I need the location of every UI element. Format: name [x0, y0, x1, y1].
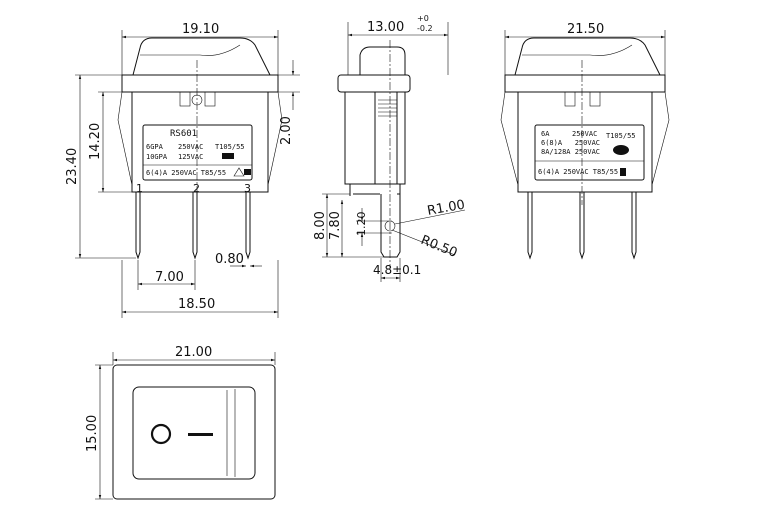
on-symbol-icon: [188, 433, 213, 436]
label-text: 6(8)A 250VAC: [541, 139, 600, 147]
cert-mark-icon: [244, 169, 251, 175]
label-text: 125VAC: [178, 153, 203, 161]
label-text: T105/55: [606, 132, 636, 140]
dim-bottom-height: 15.00: [85, 415, 100, 452]
label-model: RS601: [170, 129, 197, 139]
cert-mark-icon: [233, 167, 245, 177]
dim-flange: 2.00: [279, 116, 294, 145]
front-view: RS601 6GPA 250VAC T105/55 10GPA 125VAC 6…: [65, 22, 300, 318]
label-text: 6(4)A 250VAC T85/55: [538, 168, 618, 176]
cert-mark-icon: [620, 168, 626, 176]
dim-side-width: 13.00: [367, 20, 404, 35]
dim-pin-width: 0.80: [215, 252, 244, 267]
bottom-view: 21.00 15.00: [85, 345, 276, 500]
side-view: 13.00 +0 -0.2 8.00 7.80 1.20 R1.00 R0.50…: [313, 14, 466, 282]
dim-bottom-width: 21.00: [175, 345, 212, 360]
pin-number: 3: [244, 182, 251, 195]
label-text: 10GPA: [146, 153, 168, 161]
dim-terminal-length: 7.80: [328, 211, 343, 240]
label-text: 6A: [541, 130, 550, 138]
tolerance-plus: +0: [417, 14, 429, 23]
dim-hole: 1.20: [355, 212, 368, 237]
dim-terminal-width: 4.8±0.1: [373, 263, 421, 277]
rear-view: 6A 250VAC T105/55 6(8)A 250VAC 8A/128A 2…: [500, 22, 670, 260]
dim-rear-width: 21.50: [567, 22, 604, 37]
dim-total-height: 23.40: [65, 148, 80, 185]
label-text: 6(4)A 250VAC T85/55: [146, 169, 226, 177]
cqc-mark-icon: [613, 145, 629, 155]
dim-radius-2: R0.50: [419, 233, 460, 261]
label-text: T105/55: [215, 143, 245, 151]
dim-base-width: 18.50: [178, 297, 215, 312]
dim-width: 19.10: [182, 22, 219, 37]
dim-pin-pitch: 7.00: [155, 270, 184, 285]
pin-number: 1: [136, 182, 143, 195]
dim-terminal-height: 8.00: [313, 211, 328, 240]
label-text: 250VAC: [572, 130, 597, 138]
cert-mark-icon: [222, 153, 234, 159]
dim-radius-1: R1.00: [426, 198, 466, 219]
label-text: 6GPA: [146, 143, 164, 151]
dim-body-height: 14.20: [88, 123, 103, 160]
label-text: 8A/128A 250VAC: [541, 148, 600, 156]
off-symbol-icon: [150, 423, 172, 445]
pin-number: 2: [193, 182, 200, 195]
label-text: 250VAC: [178, 143, 203, 151]
tolerance-minus: -0.2: [417, 24, 433, 33]
